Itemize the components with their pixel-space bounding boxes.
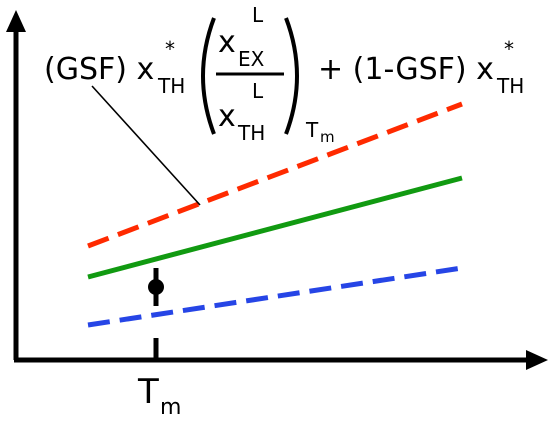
tm-label-sub: m xyxy=(160,395,181,420)
green-solid-line xyxy=(87,175,463,280)
x-axis-arrow-icon xyxy=(526,350,548,370)
numerator-sub: EX xyxy=(238,47,265,71)
formula-sub-th2: TH xyxy=(496,74,524,98)
denominator-sup: L xyxy=(252,79,264,103)
denominator-x: x xyxy=(218,99,236,134)
data-point xyxy=(148,279,164,295)
y-axis-arrow-icon xyxy=(6,10,26,32)
formula-gsf-term: (GSF) x xyxy=(44,52,154,87)
tm-label: T xyxy=(137,372,159,412)
numerator-x: x xyxy=(218,25,236,60)
bracket-sub-m: m xyxy=(320,128,335,146)
formula-star2: * xyxy=(504,37,514,61)
left-paren xyxy=(201,17,216,135)
blue-dashed-line xyxy=(87,265,463,328)
bracket-sub-t: T xyxy=(305,118,319,142)
denominator-sub: TH xyxy=(237,121,265,145)
pointer-line xyxy=(91,85,201,206)
formula: (GSF) x TH * L x EX L x TH T m + (1-GSF)… xyxy=(44,3,524,146)
red-dashed-line xyxy=(87,101,463,249)
formula-plus-term: + (1-GSF) x xyxy=(318,52,494,87)
numerator-sup: L xyxy=(252,3,264,27)
formula-star: * xyxy=(165,37,175,61)
right-paren xyxy=(284,17,299,135)
formula-sub-th: TH xyxy=(157,74,185,98)
